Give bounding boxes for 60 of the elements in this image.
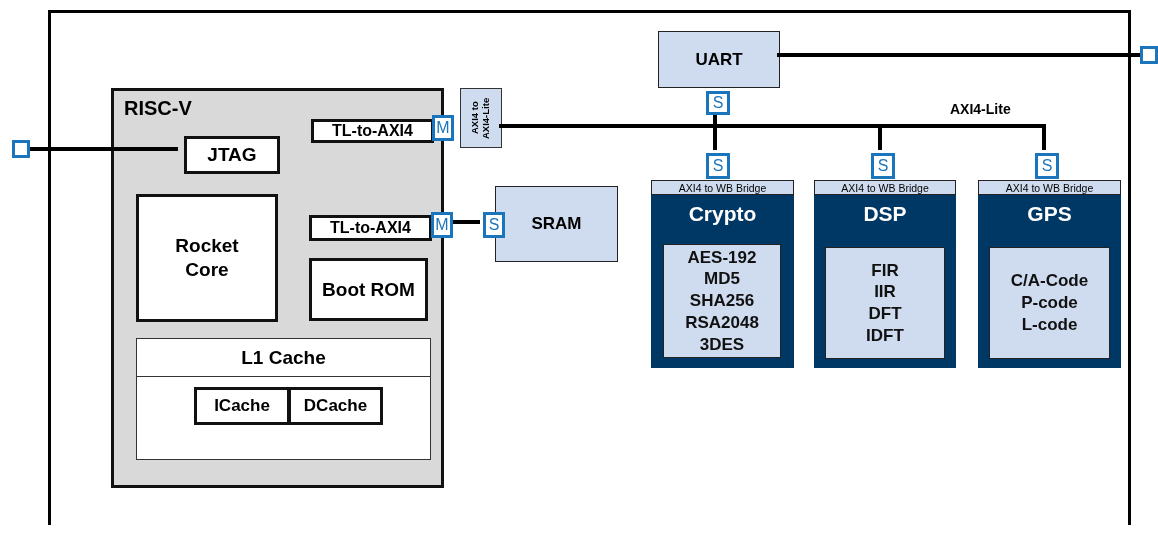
port-box (1035, 153, 1059, 179)
block-label: UART (695, 49, 743, 70)
block-label: Rocket Core (174, 234, 240, 282)
module-box (184, 136, 280, 174)
block-label: M (435, 216, 449, 234)
block-label: M (436, 119, 450, 137)
block-label: GPS (1027, 202, 1072, 226)
ip-core-box (814, 194, 956, 368)
block-label: S (1041, 157, 1053, 175)
bridge-strip (978, 180, 1121, 195)
port-box (706, 153, 730, 179)
block-label: S (712, 94, 724, 112)
connector-line (777, 53, 1140, 57)
cache-block (194, 387, 290, 425)
cache-block (288, 387, 383, 425)
connector-line (450, 220, 480, 224)
block-label: DCache (303, 396, 368, 416)
connector-line (499, 124, 1046, 150)
module-box (311, 119, 434, 143)
block-label: Crypto (688, 202, 757, 226)
block-label: FIR IIR DFT IDFT (866, 259, 904, 347)
block-label: AXI4 to AXI4-Lite (470, 96, 492, 141)
module-box (309, 215, 432, 241)
cache-box (136, 338, 431, 460)
block-label: SRAM (531, 214, 582, 234)
port-box (871, 153, 895, 179)
block-label: L1 Cache (241, 346, 326, 369)
function-list-box (825, 247, 945, 359)
ip-core-box (651, 194, 794, 368)
empty-pin-terminal (1140, 46, 1158, 64)
block-label: C/A-Code P-code L-code (1010, 270, 1089, 336)
function-list-box (989, 247, 1110, 359)
block-label: S (712, 157, 724, 175)
block-label: S (488, 216, 500, 234)
port-box (483, 212, 505, 238)
block-label: AXI4 to WB Bridge (678, 181, 767, 194)
module-box (136, 194, 278, 322)
connector-line (30, 147, 178, 151)
block-label: AXI4 to WB Bridge (1005, 181, 1094, 194)
port-box (706, 91, 730, 115)
peripheral-box (658, 31, 780, 88)
empty-chip-outline (48, 10, 1131, 525)
ip-core-box (978, 194, 1121, 368)
bridge-box (460, 88, 502, 148)
block-label: ICache (214, 396, 270, 416)
bridge-strip (651, 180, 794, 195)
empty-pin-terminal (12, 140, 30, 158)
block-label: JTAG (207, 143, 257, 167)
block-label: DSP (863, 202, 907, 226)
bus-label: AXI4-Lite (950, 101, 1011, 117)
function-list-box (663, 244, 781, 358)
block-label: AES-192 MD5 SHA256 RSA2048 3DES (685, 246, 759, 356)
block-label: RISC-V (124, 97, 192, 120)
block-label: S (877, 157, 889, 175)
block-label: TL-to-AXI4 (332, 121, 413, 141)
block-label: Boot ROM (322, 277, 415, 302)
block-label: AXI4 to WB Bridge (841, 181, 929, 194)
module-box (309, 258, 428, 321)
block-label: TL-to-AXI4 (330, 218, 411, 238)
bridge-strip (814, 180, 956, 195)
